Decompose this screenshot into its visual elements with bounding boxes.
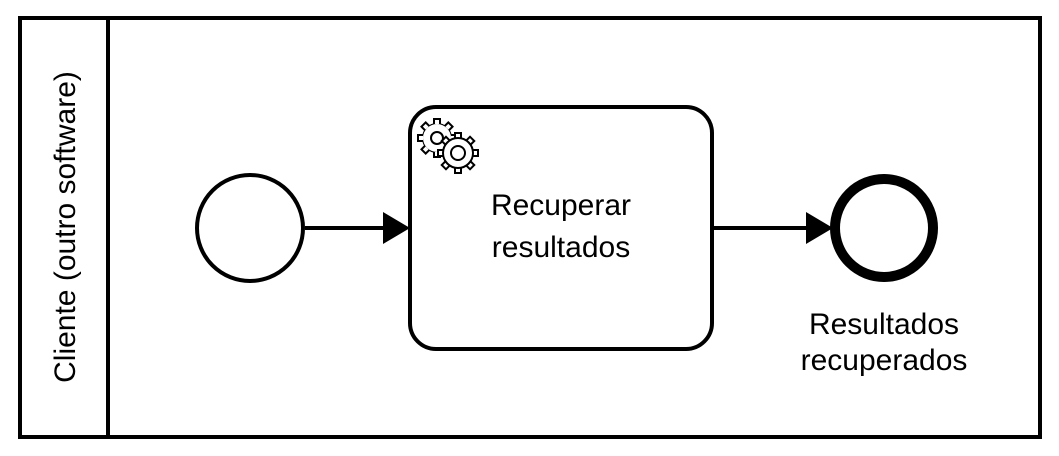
service-task[interactable]: Recuperar resultados (408, 105, 714, 351)
sequence-flow-start-to-task[interactable] (305, 212, 410, 244)
sequence-flow-task-to-end[interactable] (712, 212, 833, 244)
end-event-label-line-2: recuperados (801, 344, 968, 377)
service-task-label-line-2: resultados (492, 231, 630, 264)
end-event-label-line-1: Resultados (809, 308, 959, 341)
arrowhead (383, 212, 410, 244)
pool-label: Cliente (outro software) (49, 71, 82, 383)
arrowhead (806, 212, 833, 244)
start-event[interactable] (195, 173, 305, 283)
service-task-label-line-1: Recuperar (491, 189, 631, 222)
gears-icon (417, 118, 479, 174)
end-event[interactable] (830, 174, 938, 282)
